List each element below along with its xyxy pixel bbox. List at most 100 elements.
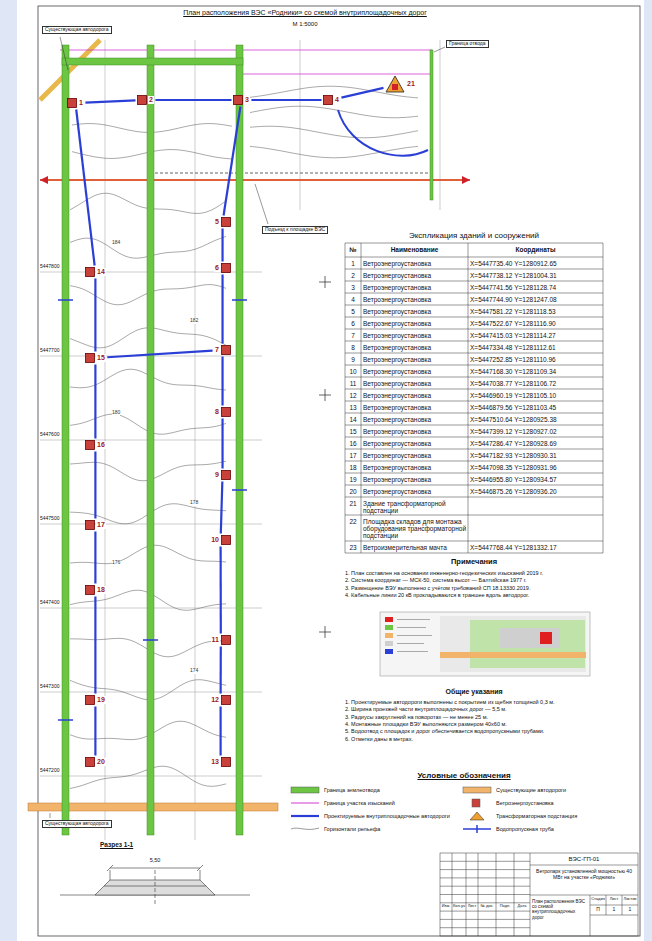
registration-cross — [319, 276, 331, 638]
table-cell: X=5447581.22 Y=1281118.53 — [470, 308, 601, 315]
legend-sample — [290, 785, 320, 795]
scale-note: М 1:5000 — [292, 21, 317, 28]
callout-number: 16 — [96, 441, 106, 449]
table-cell: 19 — [347, 476, 359, 483]
title-block — [530, 865, 638, 936]
turbine-symbol — [221, 535, 231, 545]
legend-heading: Условные обозначения — [417, 771, 510, 780]
location-inset — [440, 616, 586, 672]
table-cell: Ветроэнергоустановка — [363, 296, 466, 303]
turbine-symbol — [68, 99, 77, 108]
turbine-marker: 6 — [214, 263, 231, 273]
table-grid — [345, 243, 603, 244]
table-grid — [603, 243, 604, 553]
table-cell: Ветроэнергоустановка — [363, 284, 466, 291]
road-section — [60, 865, 250, 905]
table-grid — [345, 461, 603, 462]
location-inset — [440, 652, 586, 658]
contour-line — [250, 106, 418, 118]
grid-coordinate: 5447800 — [40, 264, 59, 270]
land-allotment-band — [62, 58, 243, 65]
grid-coordinate: 5447300 — [40, 684, 59, 690]
title-block-cell: Подп. — [496, 904, 514, 909]
turbine-symbol — [221, 217, 231, 227]
location-inset — [380, 612, 590, 676]
cable-road-line — [76, 110, 94, 266]
legend-sample — [462, 785, 492, 795]
boundary-line-sample — [291, 803, 319, 804]
location-inset — [380, 612, 590, 676]
table-cell: X=5447168.30 Y=1281109.34 — [470, 368, 601, 375]
table-cell: Ветроэнергоустановка — [363, 464, 466, 471]
table-grid — [345, 497, 603, 498]
planned-road — [338, 110, 428, 156]
note-text: 2. Система координат — МСК-50, система в… — [345, 577, 617, 583]
table-grid — [345, 329, 603, 330]
legend-text: Горизонтали рельефа — [324, 826, 458, 832]
table-cell: X=5447744.90 Y=1281247.08 — [470, 296, 601, 303]
title-block-cell: Листов — [622, 897, 638, 902]
table-cell: X=5447768.44 Y=1281332.17 — [470, 544, 601, 551]
culvert — [58, 300, 247, 720]
legend-text: Водопропускная труба — [496, 826, 634, 832]
title-block-cell: Стадия — [590, 897, 606, 902]
existing-road — [150, 173, 432, 174]
table-cell: 4 — [347, 296, 359, 303]
table-cell: Ветроэнергоустановка — [363, 368, 466, 375]
table-cell: X=5446960.19 Y=1281105.10 — [470, 392, 601, 399]
legend-swatch — [463, 787, 491, 793]
legend-sample — [462, 824, 492, 834]
planned-road — [338, 110, 428, 156]
turbine-symbol — [324, 96, 333, 105]
table-grid — [345, 473, 603, 474]
survey-boundary — [60, 50, 432, 190]
legend-swatch — [291, 787, 319, 793]
contour-line — [250, 126, 418, 138]
table-header: № — [347, 246, 359, 253]
callout-number: 11 — [211, 636, 220, 644]
turbine-symbol — [222, 408, 231, 417]
substation-symbol — [386, 76, 404, 92]
table-cell: 8 — [347, 344, 359, 351]
title-block-cell: 1 — [622, 907, 638, 913]
table-grid — [345, 515, 603, 516]
location-inset — [385, 649, 393, 654]
callout-number: 4 — [334, 96, 340, 104]
callout-number: 18 — [96, 586, 106, 594]
table-cell: Ветроэнергоустановка — [363, 416, 466, 423]
legend-entry: Граница участка изысканий — [290, 798, 458, 808]
cable-road-line — [221, 357, 223, 406]
table-cell: Ветроэнергоустановка — [363, 428, 466, 435]
table-grid — [345, 389, 603, 390]
turbine-marker: 2 — [137, 95, 154, 105]
cable-road-line — [94, 532, 96, 584]
table-cell: 22 — [347, 518, 359, 525]
sheet-name: План расположения ВЭС со схемой внутрипл… — [532, 899, 588, 920]
cable-road-line — [224, 107, 241, 216]
callout-number: 9 — [214, 471, 220, 479]
turbine-marker: 4 — [323, 95, 340, 105]
turbine-symbol — [233, 95, 243, 105]
turbine-symbol — [85, 757, 95, 767]
turbine-marker: 20 — [85, 757, 106, 767]
table-cell: Площадка складов для монтажа оборудовани… — [363, 518, 466, 540]
cable-road-line — [220, 707, 222, 756]
table-header: Наименование — [363, 246, 466, 253]
note-text: 4. Монтажные площадки ВЭУ выполняются ра… — [345, 721, 635, 727]
callout-number: 7 — [214, 346, 220, 354]
turbine-marker: 18 — [85, 585, 106, 595]
elevation-mark: 184 — [112, 240, 120, 246]
cable-road-line — [221, 229, 223, 262]
cable-road-line — [155, 99, 231, 101]
turbine-symbol — [85, 695, 95, 705]
land-allotment-band — [236, 45, 243, 835]
table-cell: X=5446955.80 Y=1280934.57 — [470, 476, 601, 483]
location-inset — [385, 625, 393, 630]
road-callout: Существующая автодорога — [42, 26, 112, 34]
substation-marker: 21 — [385, 75, 416, 93]
table-grid — [361, 243, 362, 553]
turbine-symbol — [221, 407, 231, 417]
location-inset — [385, 617, 393, 622]
note-text: 1. Проектируемые автодороги выполнены с … — [345, 699, 635, 705]
table-cell: 12 — [347, 392, 359, 399]
